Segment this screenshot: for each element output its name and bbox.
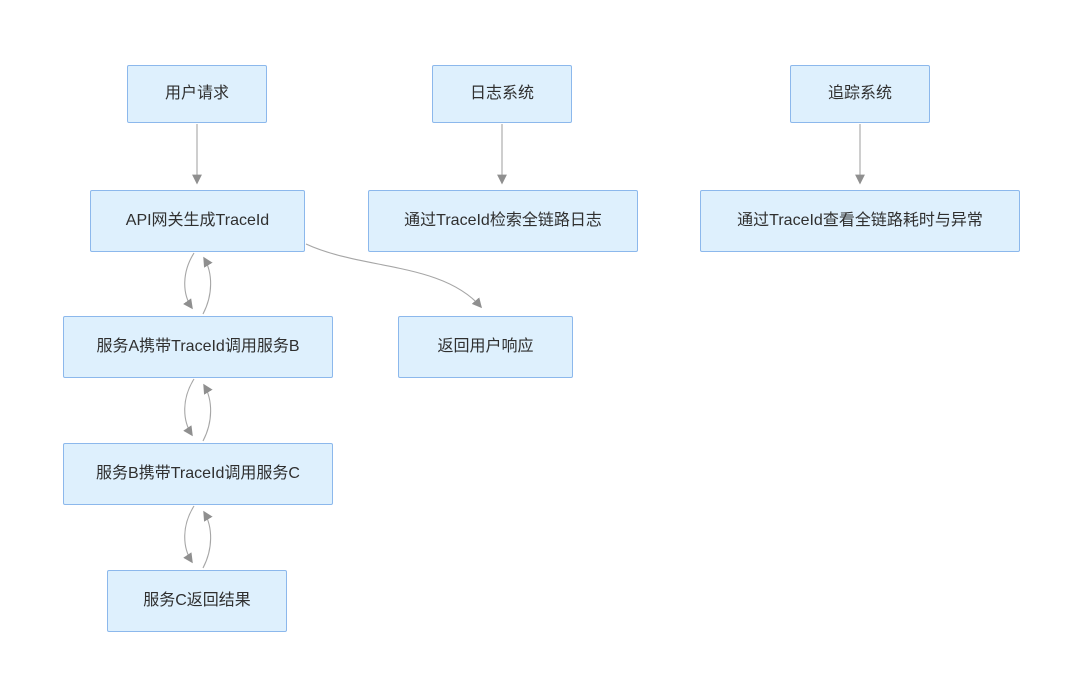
node-user-request: 用户请求 bbox=[127, 65, 267, 123]
node-api-gateway: API网关生成TraceId bbox=[90, 190, 305, 252]
node-service-a: 服务A携带TraceId调用服务B bbox=[63, 316, 333, 378]
node-service-c: 服务C返回结果 bbox=[107, 570, 287, 632]
node-log-search: 通过TraceId检索全链路日志 bbox=[368, 190, 638, 252]
edge-service-a-to-service-b-call bbox=[183, 378, 195, 437]
edge-api-gateway-to-user-response bbox=[305, 243, 482, 309]
node-service-b: 服务B携带TraceId调用服务C bbox=[63, 443, 333, 505]
edge-service-b-to-service-c-call bbox=[183, 505, 195, 564]
node-user-response: 返回用户响应 bbox=[398, 316, 573, 378]
edge-service-b-to-service-a-return bbox=[202, 383, 213, 442]
node-trace-view: 通过TraceId查看全链路耗时与异常 bbox=[700, 190, 1020, 252]
edge-service-a-to-api-gateway-return bbox=[202, 256, 213, 315]
edge-api-gateway-to-service-a-call bbox=[183, 252, 195, 310]
node-trace-system: 追踪系统 bbox=[790, 65, 930, 123]
node-log-system: 日志系统 bbox=[432, 65, 572, 123]
edge-service-c-to-service-b-return bbox=[202, 510, 213, 569]
